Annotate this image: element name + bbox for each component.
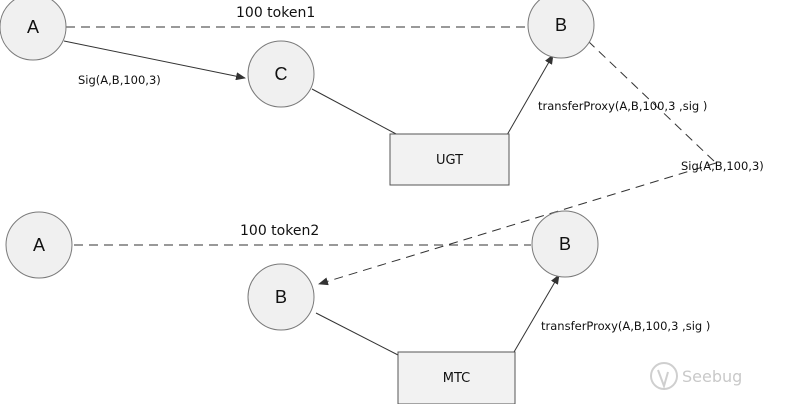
seebug-logo-icon (650, 362, 678, 390)
bottom-node-b-left: B (247, 263, 315, 331)
bottom-token-label: 100 token2 (240, 223, 319, 239)
top-node-b: B (527, 0, 595, 59)
top-c-to-box-line (311, 88, 399, 136)
bottom-node-b-right-label: B (559, 234, 571, 254)
cross-sig-label: Sig(A,B,100,3) (681, 159, 764, 173)
bottom-node-a-label: A (33, 235, 45, 255)
top-node-b-label: B (555, 15, 567, 35)
top-sig-label: Sig(A,B,100,3) (78, 73, 161, 87)
bottom-proxy-label: transferProxy(A,B,100,3 ,sig ) (541, 319, 710, 333)
top-box-ugt-label: UGT (436, 153, 463, 168)
top-node-a: A (0, 0, 67, 61)
seebug-watermark: Seebug (650, 362, 742, 390)
bottom-node-b-right: B (531, 210, 599, 278)
cross-dashed-line-lower (318, 162, 717, 286)
top-box-ugt: UGT (389, 133, 510, 186)
bottom-node-a: A (5, 211, 73, 279)
bottom-box-mtc-label: MTC (443, 371, 470, 386)
bottom-node-b-left-label: B (275, 287, 287, 307)
top-node-a-label: A (27, 17, 39, 37)
bottom-box-mtc: MTC (397, 351, 516, 404)
seebug-watermark-text: Seebug (682, 367, 742, 386)
top-proxy-label: transferProxy(A,B,100,3 ,sig ) (538, 99, 707, 113)
bottom-b-to-box-line (315, 312, 401, 357)
top-a-to-c-arrow (63, 40, 246, 81)
top-box-to-b-arrow (506, 54, 554, 136)
top-node-c: C (247, 40, 315, 108)
top-token-label: 100 token1 (236, 5, 315, 21)
top-node-c-label: C (275, 64, 288, 84)
bottom-box-to-b-arrow (513, 274, 560, 353)
